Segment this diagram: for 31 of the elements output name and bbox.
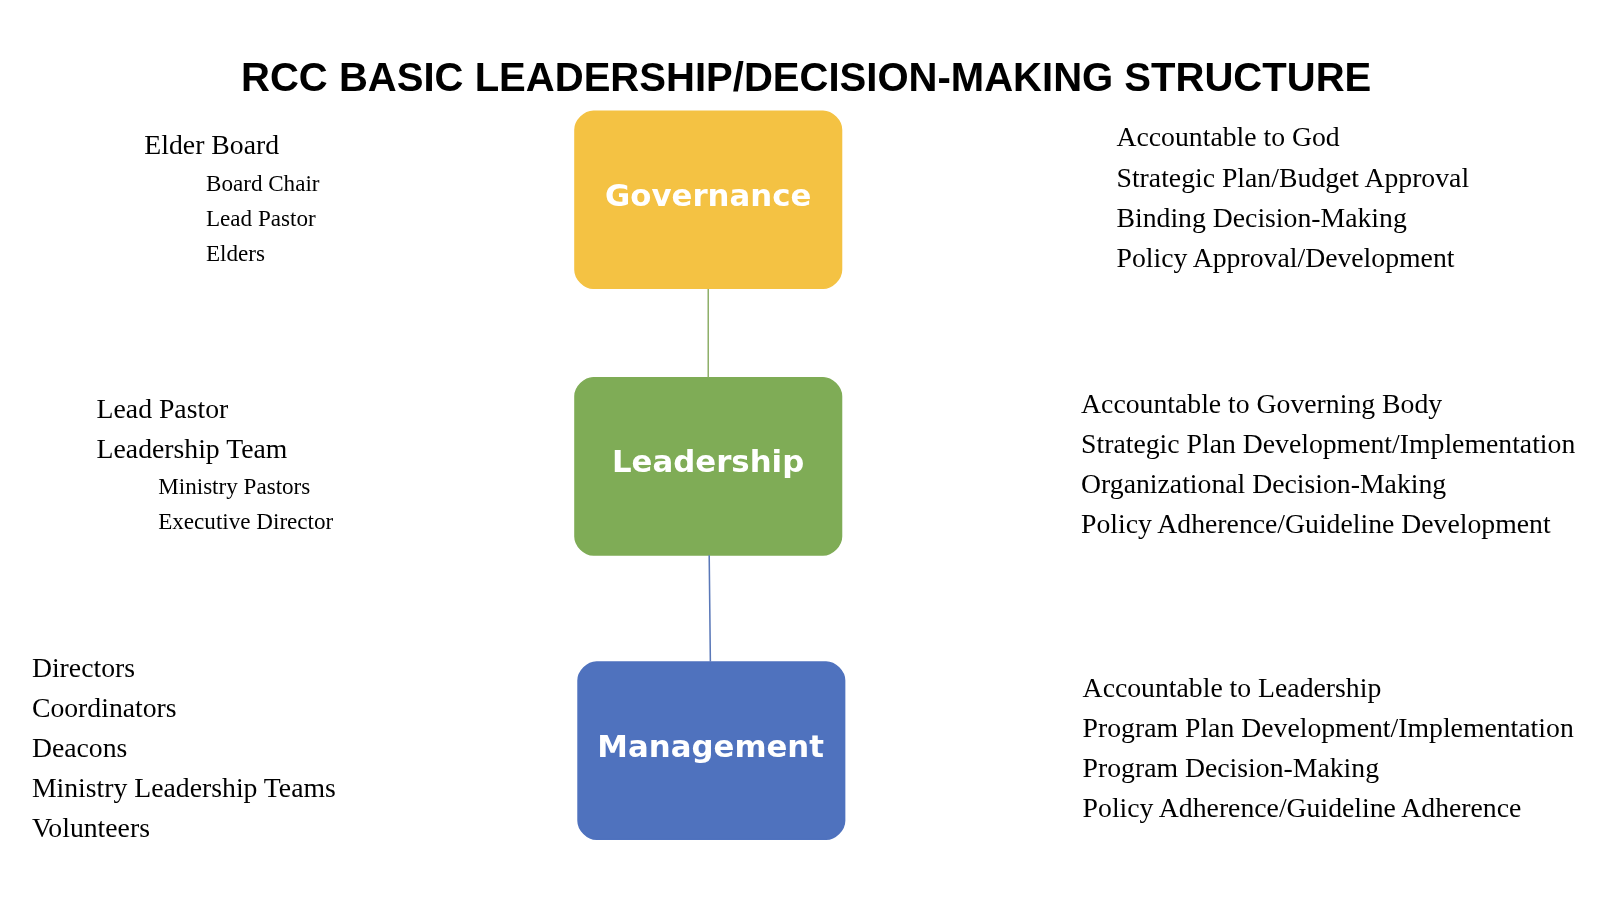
node-label: Organizational Decision-Making xyxy=(1081,467,1447,499)
node-label: Policy Adherence/Guideline Development xyxy=(1081,507,1551,539)
node-label: Executive Director xyxy=(158,507,334,534)
node-label: Ministry Leadership Teams xyxy=(31,771,336,803)
connector xyxy=(708,553,712,662)
node-box: Management xyxy=(577,660,846,840)
node-label: Strategic Plan/Budget Approval xyxy=(1116,161,1470,192)
node-label: Policy Approval/Development xyxy=(1116,241,1455,273)
node-label: Lead Pastor xyxy=(205,204,316,231)
node-box: Governance xyxy=(574,109,843,289)
node-label: Deacons xyxy=(31,731,128,763)
node-label: Policy Adherence/Guideline Adherence xyxy=(1082,791,1522,823)
node-label: Directors xyxy=(31,651,136,683)
node-label: Elders xyxy=(205,239,265,266)
node-label: Elder Board xyxy=(144,128,280,160)
node-label: Volunteers xyxy=(31,811,150,843)
node-label: Ministry Pastors xyxy=(158,472,311,499)
node-label: Leadership Team xyxy=(96,432,288,464)
diagram-title: RCC BASIC LEADERSHIP/DECISION-MAKING STRUCTURE xyxy=(241,54,1372,99)
node-label: Binding Decision-Making xyxy=(1116,201,1407,233)
node-box: Leadership xyxy=(574,376,843,556)
node-label: Strategic Plan Development/Implementation xyxy=(1081,427,1576,459)
node-label: Accountable to Governing Body xyxy=(1081,387,1443,419)
connector xyxy=(707,287,709,378)
node-label: Board Chair xyxy=(205,169,320,196)
node-label: Coordinators xyxy=(31,691,177,723)
node-label: Lead Pastor xyxy=(96,392,229,424)
node-label: Program Decision-Making xyxy=(1082,751,1380,783)
node-label: Accountable to Leadership xyxy=(1082,671,1382,703)
node-label: Accountable to God xyxy=(1116,120,1340,152)
node-label: Program Plan Development/Implementation xyxy=(1082,711,1574,743)
